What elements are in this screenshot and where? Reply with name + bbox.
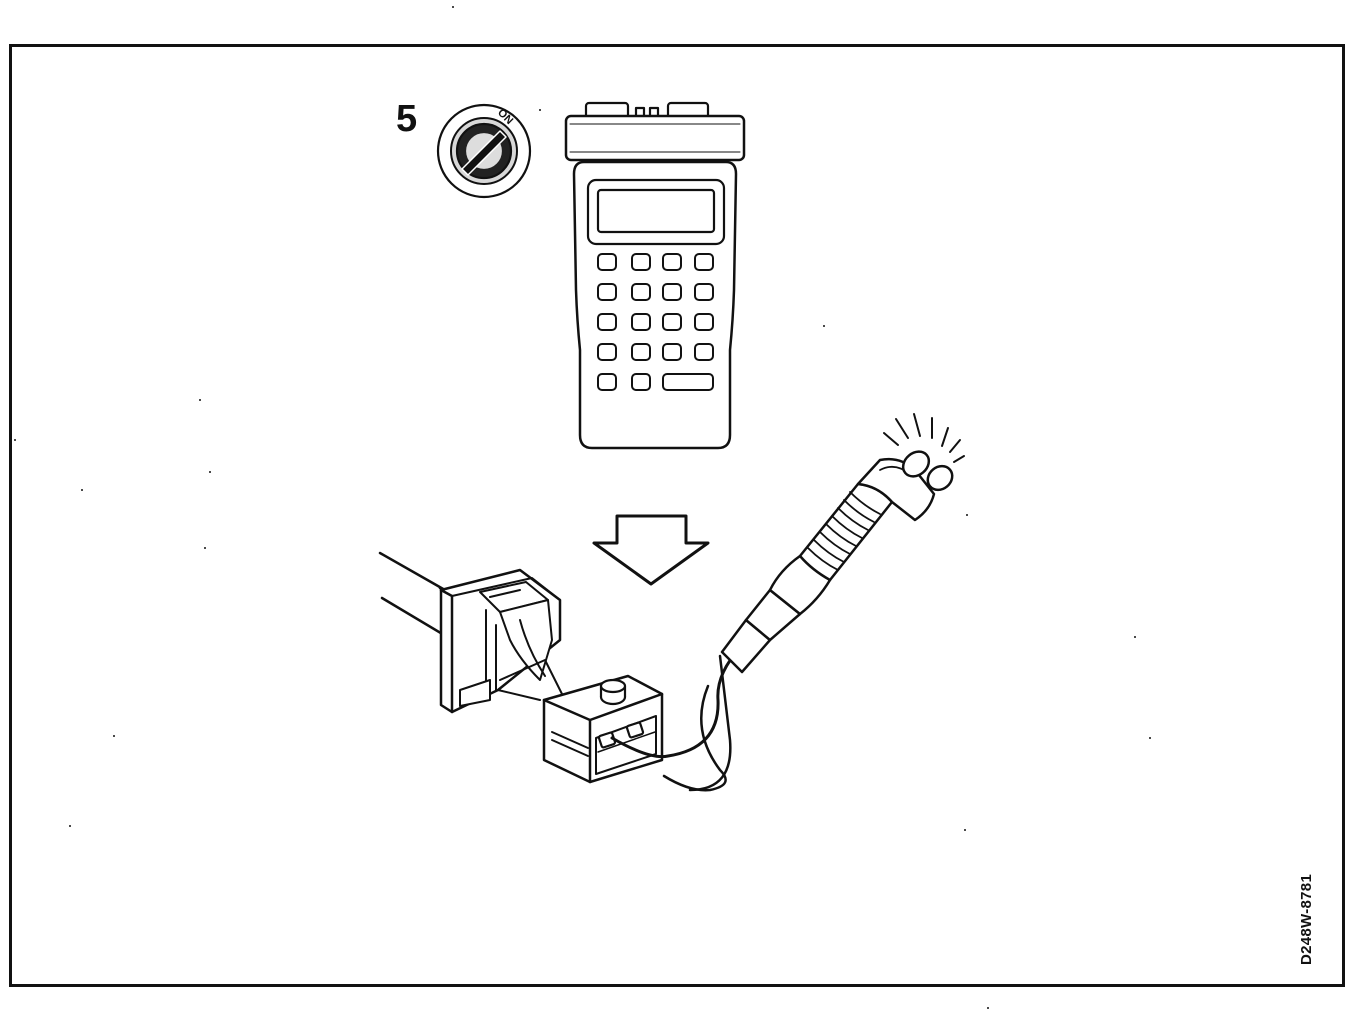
test-light-probe-icon — [610, 413, 965, 792]
wiring-connector-icon — [439, 568, 664, 784]
ignition-key-on-icon: ON — [436, 103, 532, 199]
scan-speckles — [14, 6, 1151, 1009]
down-arrow-icon — [592, 514, 710, 586]
hand-held-scan-tool-icon — [564, 101, 746, 450]
drawing-code: D248W-8781 — [1298, 873, 1315, 965]
step-number: 5 — [396, 98, 418, 140]
harness-wires — [378, 551, 452, 637]
